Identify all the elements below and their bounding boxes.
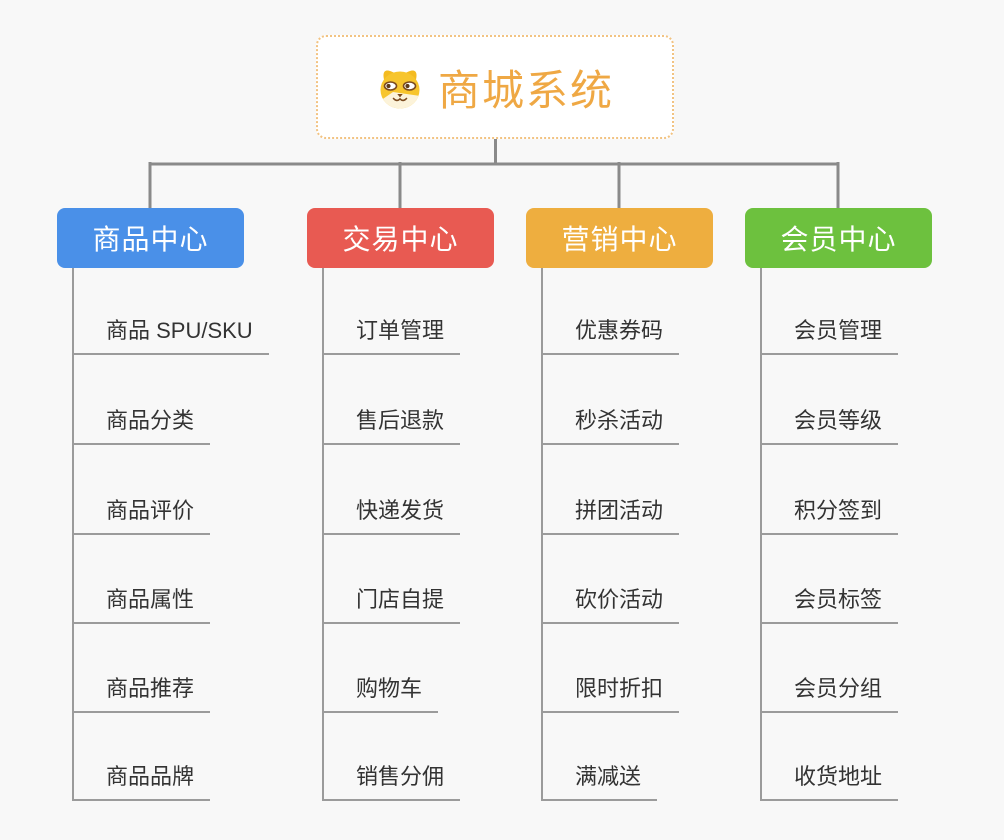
leaf-topic[interactable]: 拼团活动 — [541, 498, 680, 535]
leaf-topic[interactable]: 快递发货 — [322, 498, 461, 535]
leaf-topic[interactable]: 收货地址 — [760, 764, 899, 801]
branch-member-center[interactable]: 会员中心 — [745, 208, 932, 268]
leaf-topic[interactable]: 销售分佣 — [322, 764, 461, 801]
leaf-topic[interactable]: 商品分类 — [72, 408, 211, 445]
leaf-topic[interactable]: 会员等级 — [760, 408, 899, 445]
branch-label: 交易中心 — [342, 224, 459, 255]
leaf-topic[interactable]: 会员分组 — [760, 676, 899, 713]
dog-face-icon — [380, 70, 420, 108]
leaf-topic[interactable]: 限时折扣 — [541, 676, 680, 713]
leaf-topic[interactable]: 会员标签 — [760, 587, 899, 624]
leaf-topic[interactable]: 订单管理 — [322, 318, 461, 355]
leaf-topic[interactable]: 购物车 — [322, 676, 439, 713]
branch-label: 营销中心 — [561, 224, 678, 255]
leaf-topic[interactable]: 积分签到 — [760, 498, 899, 535]
branch-label: 商品中心 — [92, 224, 209, 255]
leaf-topic[interactable]: 秒杀活动 — [541, 408, 680, 445]
root-topic-label: 商城系统 — [437, 66, 614, 114]
leaf-topic[interactable]: 商品属性 — [72, 587, 211, 624]
leaf-topic[interactable]: 商品品牌 — [72, 764, 211, 801]
branch-product-center[interactable]: 商品中心 — [57, 208, 244, 268]
branch-marketing-center[interactable]: 营销中心 — [526, 208, 713, 268]
leaf-topic[interactable]: 商品推荐 — [72, 676, 211, 713]
branch-label: 会员中心 — [780, 224, 897, 255]
leaf-topic[interactable]: 优惠券码 — [541, 318, 680, 355]
root-topic[interactable]: 商城系统 — [316, 35, 674, 139]
leaf-topic[interactable]: 满减送 — [541, 764, 658, 801]
branch-trade-center[interactable]: 交易中心 — [307, 208, 494, 268]
leaf-topic[interactable]: 售后退款 — [322, 408, 461, 445]
leaf-topic[interactable]: 门店自提 — [322, 587, 461, 624]
leaf-topic[interactable]: 商品评价 — [72, 498, 211, 535]
leaf-topic[interactable]: 商品 SPU/SKU — [72, 318, 269, 355]
leaf-topic[interactable]: 砍价活动 — [541, 587, 680, 624]
leaf-topic[interactable]: 会员管理 — [760, 318, 899, 355]
